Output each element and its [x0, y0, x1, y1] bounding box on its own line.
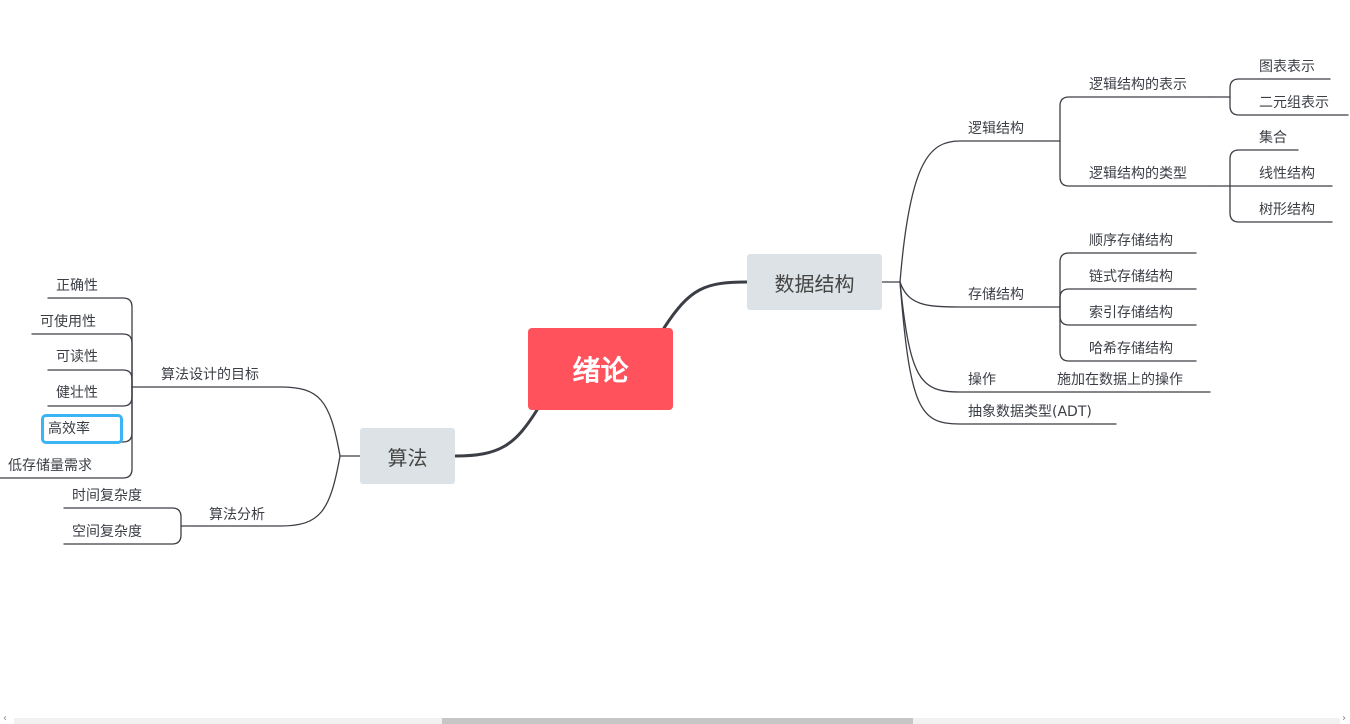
- topic-tree-structure[interactable]: 树形结构: [1259, 202, 1315, 218]
- root-node[interactable]: 绪论: [528, 328, 673, 410]
- topic-high-efficiency-selected[interactable]: 高效率: [41, 414, 123, 444]
- topic-logical-representation[interactable]: 逻辑结构的表示: [1089, 77, 1187, 93]
- topic-indexed-storage[interactable]: 索引存储结构: [1089, 305, 1173, 321]
- topic-usability[interactable]: 可使用性: [40, 314, 96, 330]
- topic-storage-structure[interactable]: 存储结构: [968, 287, 1024, 303]
- branch-node-algorithm[interactable]: 算法: [360, 428, 455, 484]
- topic-hash-storage[interactable]: 哈希存储结构: [1089, 341, 1173, 357]
- topic-design-goals[interactable]: 算法设计的目标: [161, 367, 259, 383]
- branch-node-data-structure[interactable]: 数据结构: [747, 254, 882, 310]
- topic-adt[interactable]: 抽象数据类型(ADT): [968, 404, 1092, 420]
- topic-low-storage-requirement[interactable]: 低存储量需求: [8, 458, 92, 474]
- topic-logical-structure[interactable]: 逻辑结构: [968, 121, 1024, 137]
- topic-operation-detail[interactable]: 施加在数据上的操作: [1057, 372, 1183, 388]
- topic-binary-tuple-representation[interactable]: 二元组表示: [1259, 95, 1329, 111]
- topic-correctness[interactable]: 正确性: [56, 278, 98, 294]
- topic-readability[interactable]: 可读性: [56, 349, 98, 365]
- topic-set[interactable]: 集合: [1259, 130, 1287, 146]
- topic-sequential-storage[interactable]: 顺序存储结构: [1089, 233, 1173, 249]
- topic-space-complexity[interactable]: 空间复杂度: [72, 524, 142, 540]
- scrollbar-thumb[interactable]: [442, 718, 913, 724]
- topic-operation[interactable]: 操作: [968, 372, 996, 388]
- topic-robustness[interactable]: 健壮性: [56, 385, 98, 401]
- scroll-left-icon[interactable]: ‹: [3, 713, 7, 724]
- topic-linked-storage[interactable]: 链式存储结构: [1089, 269, 1173, 285]
- horizontal-scrollbar[interactable]: [14, 718, 1340, 724]
- topic-algorithm-analysis[interactable]: 算法分析: [209, 507, 265, 523]
- topic-linear-structure[interactable]: 线性结构: [1259, 166, 1315, 182]
- topic-chart-representation[interactable]: 图表表示: [1259, 59, 1315, 75]
- scroll-right-icon[interactable]: ›: [1342, 713, 1346, 724]
- topic-logical-types[interactable]: 逻辑结构的类型: [1089, 166, 1187, 182]
- topic-time-complexity[interactable]: 时间复杂度: [72, 488, 142, 504]
